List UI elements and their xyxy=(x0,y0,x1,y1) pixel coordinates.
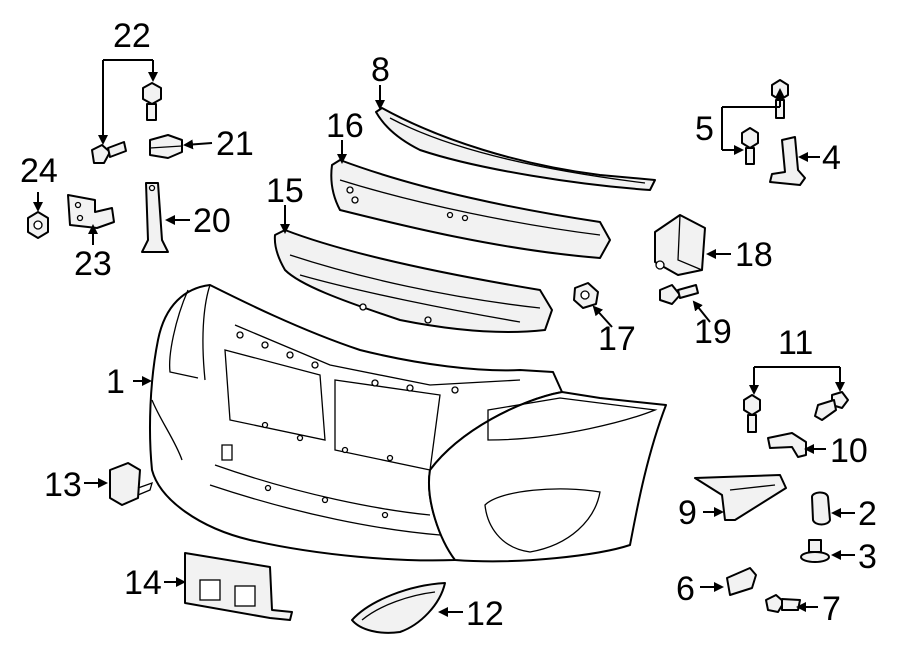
callout-9: 9 xyxy=(678,494,697,532)
callout-17: 17 xyxy=(598,320,636,358)
part-23-bracket xyxy=(67,194,115,229)
callout-18: 18 xyxy=(735,236,773,274)
callout-12: 12 xyxy=(466,595,504,633)
callout-21: 21 xyxy=(216,125,254,163)
callout-10: 10 xyxy=(830,432,868,470)
leader-lines xyxy=(33,59,855,617)
part-18-bracket-block xyxy=(654,214,706,276)
callout-labels: 1 2 3 4 5 6 7 8 9 10 11 12 13 14 15 16 1… xyxy=(20,17,877,633)
part-5-bolts xyxy=(741,79,789,165)
part-20-long-bracket xyxy=(141,182,169,253)
part-19-bolt xyxy=(659,284,699,305)
part-22-bolts xyxy=(91,82,162,164)
part-12-fog-bezel xyxy=(351,582,446,634)
part-15-energy-absorber xyxy=(273,229,553,333)
callout-11: 11 xyxy=(778,324,813,362)
part-10-small-bracket xyxy=(767,432,807,458)
callout-20: 20 xyxy=(193,202,231,240)
part-2-clip xyxy=(811,491,831,526)
callout-16: 16 xyxy=(326,107,364,145)
callout-22: 22 xyxy=(113,17,151,55)
part-21-clip-bracket xyxy=(149,134,183,159)
part-8-upper-strip xyxy=(375,107,656,191)
part-13-cap xyxy=(109,462,153,506)
part-14-license-bracket xyxy=(184,552,293,621)
callout-3: 3 xyxy=(858,538,877,576)
callout-4: 4 xyxy=(822,139,841,177)
part-17-nut xyxy=(573,282,599,309)
part-7-screw xyxy=(765,594,801,613)
part-11-screws xyxy=(743,391,849,433)
callout-23: 23 xyxy=(74,245,112,283)
part-1-bumper-cover xyxy=(149,284,667,563)
callout-6: 6 xyxy=(676,570,695,608)
callout-24: 24 xyxy=(20,152,58,190)
callout-5: 5 xyxy=(695,110,714,148)
callout-2: 2 xyxy=(858,495,877,533)
callout-1: 1 xyxy=(106,363,125,401)
part-9-side-bracket xyxy=(694,474,787,521)
part-24-nut xyxy=(27,211,49,239)
callout-19: 19 xyxy=(694,313,732,351)
part-16-reinforcement-beam xyxy=(330,159,611,259)
callout-13: 13 xyxy=(44,466,82,504)
callout-14: 14 xyxy=(124,564,162,602)
part-3-push-pin xyxy=(800,539,830,563)
part-4-bracket xyxy=(769,136,806,186)
callout-15: 15 xyxy=(266,172,304,210)
part-6-clip xyxy=(726,567,757,596)
callout-7: 7 xyxy=(822,590,841,628)
callout-8: 8 xyxy=(371,51,390,89)
